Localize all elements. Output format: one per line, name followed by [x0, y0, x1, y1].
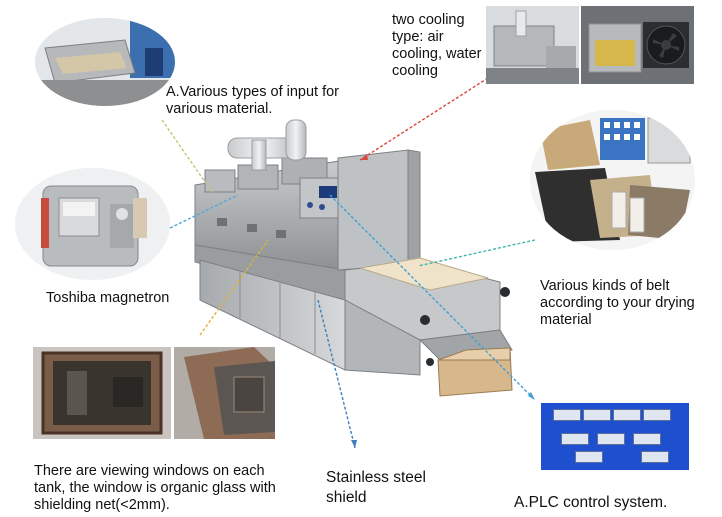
arrow-belt — [417, 239, 536, 267]
label-shield: Stainless steel shield — [326, 469, 426, 506]
plc-button — [633, 433, 661, 445]
label-cooling: two cooling type: air cooling, water coo… — [392, 12, 482, 79]
label-input: A.Various types of input for various mat… — [166, 84, 340, 117]
plc-button — [553, 409, 581, 421]
belt-samples-photo — [530, 110, 695, 250]
window-photo-left — [33, 347, 171, 439]
label-belt: Various kinds of belt according to your … — [540, 278, 695, 328]
magnetron-photo — [15, 168, 170, 280]
plc-screen — [541, 403, 689, 470]
plc-button — [561, 433, 589, 445]
arrow-plc — [329, 194, 536, 401]
window-photo-right — [174, 347, 275, 439]
plc-button — [575, 451, 603, 463]
cooling-photo-air — [486, 6, 579, 84]
plc-button — [597, 433, 625, 445]
label-plc: A.PLC control system. — [514, 494, 668, 511]
cooling-photo-water — [581, 6, 694, 84]
plc-button — [583, 409, 611, 421]
plc-button — [613, 409, 641, 421]
label-magnetron: Toshiba magnetron — [46, 290, 170, 306]
arrow-cooling — [359, 77, 489, 161]
plc-button — [643, 409, 671, 421]
arrow-magnetron — [169, 194, 239, 229]
arrow-shield — [317, 299, 356, 449]
magnetron-icon — [41, 185, 147, 267]
input-photo — [35, 18, 175, 106]
cooling-fan-icon — [643, 22, 689, 68]
arrow-window — [199, 239, 269, 336]
plc-button — [641, 451, 669, 463]
label-window: There are viewing windows on each tank, … — [34, 463, 276, 513]
